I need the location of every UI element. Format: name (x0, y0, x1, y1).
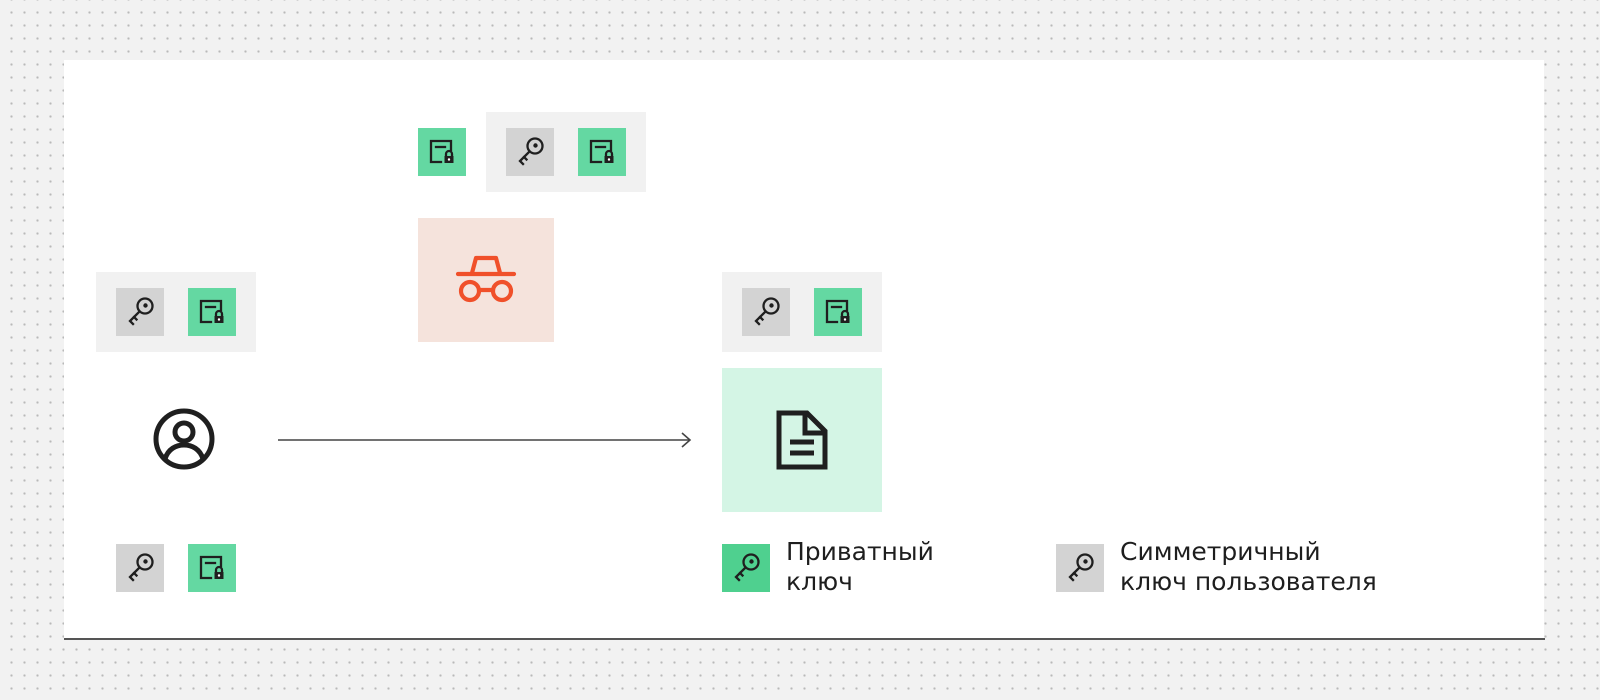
legend-private-key-line1: Приватный (786, 537, 934, 566)
legend-symmetric-key-line1: Симметричный (1120, 537, 1321, 566)
locked-key-file-icon (194, 550, 230, 586)
key-tray-document (722, 272, 882, 352)
spy-icon (455, 255, 517, 303)
key-icon (1062, 550, 1098, 586)
key-icon (728, 550, 764, 586)
encrypted-key-tile-bottom (188, 544, 236, 592)
locked-key-file-icon (584, 134, 620, 170)
document-node (722, 368, 882, 512)
legend-symmetric-key-label: Симметричный ключ пользователя (1120, 537, 1377, 597)
encrypted-key-tile-top (418, 128, 466, 176)
key-icon (122, 294, 158, 330)
key-tray-user (96, 272, 256, 352)
baseline-divider (64, 638, 1545, 640)
symmetric-key-tile (742, 288, 790, 336)
locked-key-file-icon (424, 134, 460, 170)
symmetric-key-tile-bottom (116, 544, 164, 592)
key-tray-top (486, 112, 646, 192)
symmetric-key-tile (506, 128, 554, 176)
user-circle-icon (153, 408, 215, 470)
legend-symmetric-key-line2: ключ пользователя (1120, 567, 1377, 596)
locked-key-file-icon (820, 294, 856, 330)
legend-private-key-tile (722, 544, 770, 592)
flow-arrow (278, 432, 692, 448)
encrypted-key-tile (578, 128, 626, 176)
locked-key-file-icon (194, 294, 230, 330)
key-icon (122, 550, 158, 586)
key-icon (748, 294, 784, 330)
encrypted-key-tile (814, 288, 862, 336)
document-icon (776, 410, 828, 470)
legend-private-key-label: Приватный ключ (786, 537, 934, 597)
attacker-node (418, 218, 554, 342)
legend-private-key-line2: ключ (786, 567, 853, 596)
symmetric-key-tile (116, 288, 164, 336)
legend-symmetric-key-tile (1056, 544, 1104, 592)
key-icon (512, 134, 548, 170)
encrypted-key-tile (188, 288, 236, 336)
